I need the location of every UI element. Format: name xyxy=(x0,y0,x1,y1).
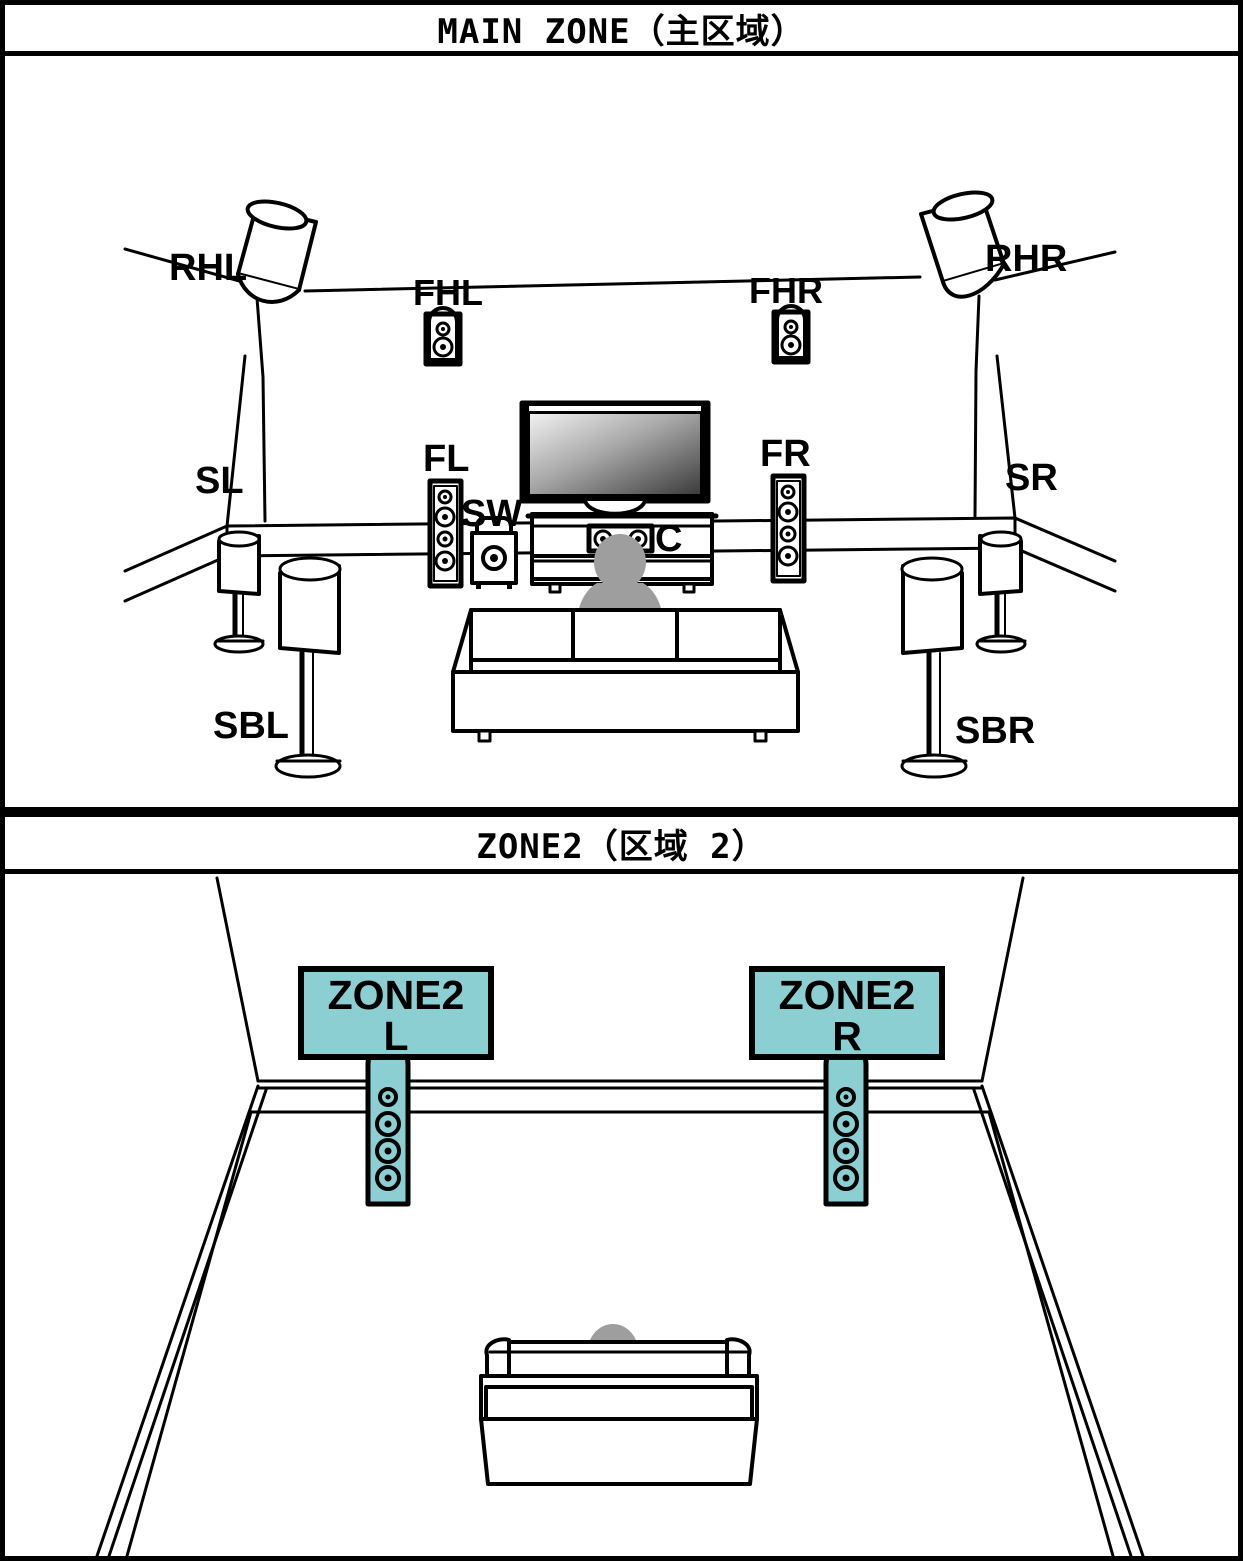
callout-zone2-r-line1: ZONE2 xyxy=(779,972,916,1018)
label-fl: FL xyxy=(423,438,469,480)
label-rhl: RHL xyxy=(169,247,247,289)
speaker-rhl xyxy=(236,199,318,379)
speaker-zone2-l xyxy=(365,1041,411,1207)
main-zone-scene: RHL RHR FHL FHR FL FR SW C SL SR SBL SBR xyxy=(123,190,1117,779)
speaker-fhr xyxy=(771,304,811,365)
speaker-sbr xyxy=(900,556,968,779)
speaker-rhr xyxy=(919,190,1006,373)
label-sw: SW xyxy=(461,493,522,535)
speaker-fr xyxy=(770,473,807,584)
callout-zone2-r-line2: R xyxy=(832,1013,862,1059)
speaker-zone2-r xyxy=(823,1041,869,1207)
label-sbl: SBL xyxy=(213,705,289,747)
label-c: C xyxy=(655,518,682,560)
room-corner-lines xyxy=(225,354,1017,528)
zone2-sofa xyxy=(479,1337,759,1486)
rhl-drop-line xyxy=(261,375,267,523)
zone2-ceiling-lines xyxy=(215,876,1025,1083)
rhr-drop-line xyxy=(973,369,978,518)
callout-zone2-r: ZONE2 R xyxy=(749,966,945,1060)
ceiling-line xyxy=(123,247,1117,293)
label-fr: FR xyxy=(760,433,811,475)
label-sr: SR xyxy=(1005,457,1058,499)
speaker-fhl xyxy=(423,306,463,367)
zone2-scene: ZONE2 L ZONE2 R xyxy=(95,876,1145,1556)
zone2-diagram: ZONE2 L ZONE2 R xyxy=(0,869,1243,1561)
sofa xyxy=(451,608,800,743)
speaker-sbl xyxy=(274,556,342,779)
callout-zone2-l-line2: L xyxy=(383,1013,408,1059)
zone2-right-wall xyxy=(972,1084,1145,1556)
speaker-fl xyxy=(427,478,464,589)
label-fhl: FHL xyxy=(413,272,483,313)
label-sbr: SBR xyxy=(955,710,1035,752)
speaker-sr xyxy=(975,530,1027,654)
main-zone-header-text: MAIN ZONE（主区域） xyxy=(437,11,806,52)
zone2-left-wall xyxy=(95,1084,268,1556)
main-zone-header: MAIN ZONE（主区域） xyxy=(0,0,1243,56)
callout-zone2-l-line1: ZONE2 xyxy=(328,972,465,1018)
zone2-header-text: ZONE2（区域 2） xyxy=(476,826,767,867)
callout-zone2-l: ZONE2 L xyxy=(298,966,494,1060)
zone2-header: ZONE2（区域 2） xyxy=(0,812,1243,874)
speaker-sw xyxy=(470,516,518,589)
label-rhr: RHR xyxy=(985,238,1067,280)
speaker-sl xyxy=(213,530,265,654)
label-fhr: FHR xyxy=(749,270,823,311)
main-zone-diagram: RHL RHR FHL FHR FL FR SW C SL SR SBL SBR xyxy=(0,51,1243,812)
television xyxy=(519,400,711,516)
label-sl: SL xyxy=(195,460,244,502)
